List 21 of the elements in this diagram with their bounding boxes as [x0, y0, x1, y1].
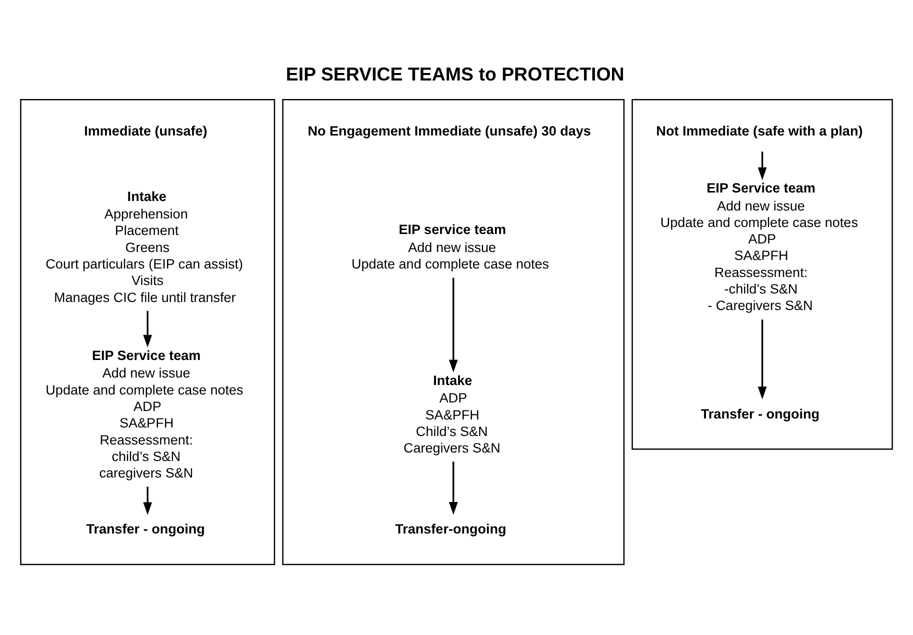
node-text: Immediate (unsafe) — [84, 123, 208, 138]
node-text: Intake ADP SA&PFH Child’s S&N Caregivers S&N — [403, 373, 500, 456]
node-text: Not Immediate (safe with a plan) — [656, 123, 863, 138]
node-text: No Engagement Immediate (unsafe) 30 days — [308, 123, 591, 138]
diagram-title: EIP SERVICE TEAMS to PROTECTION — [286, 63, 624, 84]
cluster — [20, 98, 276, 566]
node-text: Transfer - ongoing — [700, 406, 820, 422]
node-text: EIP Service team Add new issue Update and complete case notes ADP SA&PFH Reassessment: -child’s S&N - Caregivers S&N — [660, 180, 858, 314]
cluster — [632, 98, 893, 450]
arrow — [758, 152, 767, 180]
arrow — [448, 278, 458, 372]
node-text: EIP Service team Add new issue Update and complete case notes ADP SA&PFH Reassessment: child’s S&N caregivers S&N — [46, 348, 244, 481]
node-text: Intake Apprehension Placement Greens Court particulars (EIP can assist) Visits Manages CIC file until transfer — [46, 188, 243, 305]
node-text: Transfer - ongoing — [86, 522, 205, 537]
arrow — [143, 486, 152, 515]
cluster — [282, 98, 625, 566]
node-text: EIP service team Add new issue Update and complete case notes — [351, 222, 550, 272]
arrow — [143, 310, 152, 348]
arrow — [758, 320, 767, 400]
node-text: Transfer-ongoing — [395, 522, 506, 537]
arrow — [448, 462, 458, 515]
